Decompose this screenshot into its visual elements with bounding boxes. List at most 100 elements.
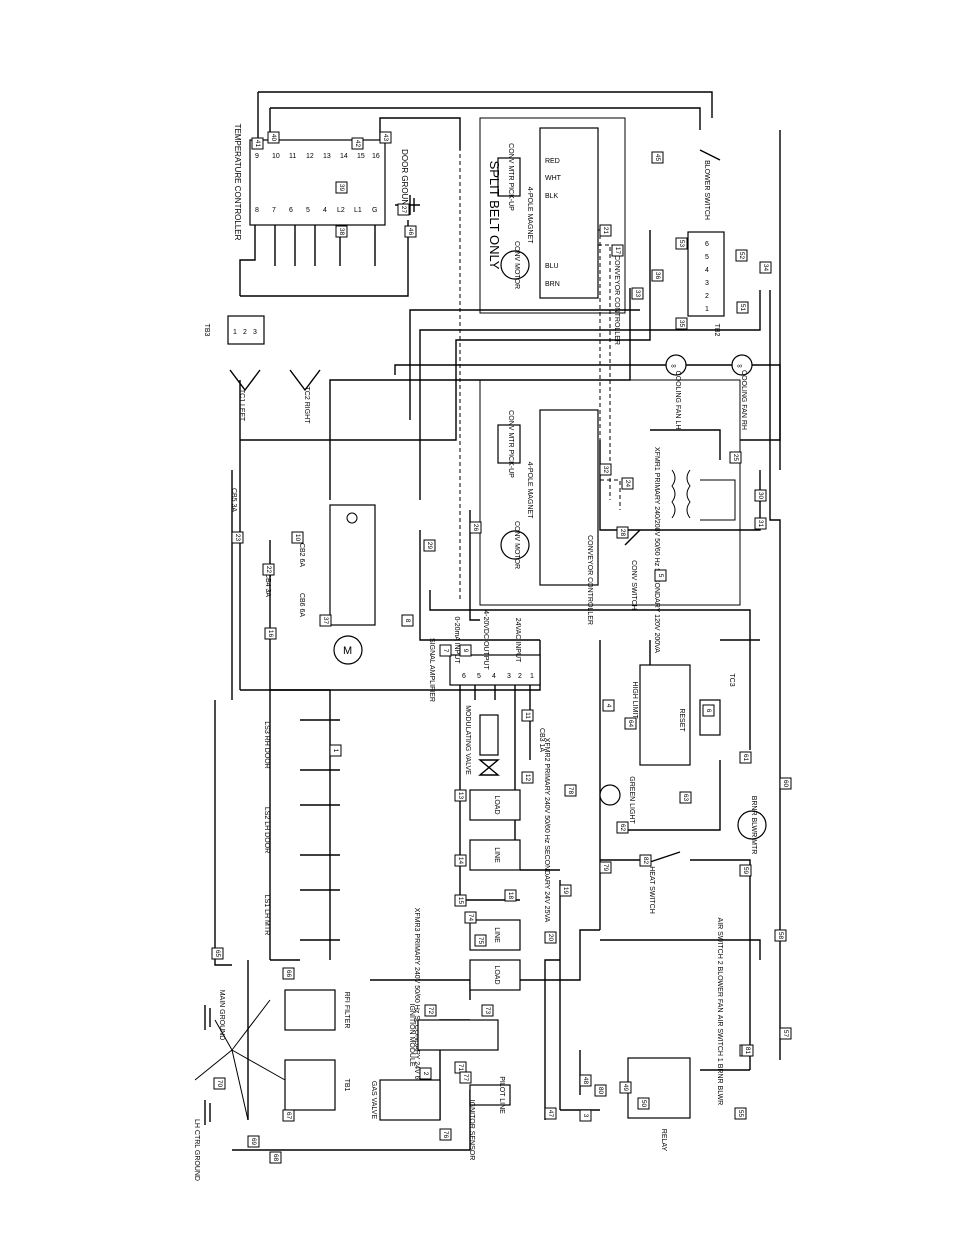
wire-tag-box [564, 784, 577, 797]
wire-tag-box [774, 929, 787, 942]
wire-tag-label: 32 [602, 466, 609, 474]
wire-tag-box [439, 1128, 452, 1141]
wire-tag-box [379, 131, 392, 144]
wire-tag-label: 14 [457, 857, 464, 865]
wire-tag-label: 46 [407, 228, 414, 236]
wire-tag-label: 27 [400, 206, 407, 214]
wire-tag-box [269, 1151, 282, 1164]
wire-tag-label: 40 [270, 134, 277, 142]
svg-text:14: 14 [340, 153, 348, 160]
wire-tag-label: 82 [642, 857, 649, 865]
wire-tag-label: 59 [742, 867, 749, 875]
igniter-sensor: IGNITOR SENSOR PILOT LINE [468, 1076, 511, 1160]
wire-tag-box [544, 931, 557, 944]
wire-tag-label: 5 [657, 574, 664, 578]
svg-text:5: 5 [306, 207, 310, 214]
wire-tag-box [544, 1107, 557, 1120]
door-ground-label: DOOR GROUND [400, 149, 409, 211]
svg-text:M: M [343, 645, 352, 657]
svg-text:0-20mA INPUT: 0-20mA INPUT [453, 616, 460, 664]
wire-tag-box [729, 451, 742, 464]
conveyor-controller-group: CONV MTR PICK-UP 4-POLE MAGNET CONV MOTO… [479, 379, 741, 653]
tb2-terminal-block: 6 5 4 3 2 1 TB2 [687, 231, 725, 337]
wire-tag-label: 28 [619, 529, 626, 537]
wire-tag-label: 17 [614, 247, 621, 255]
svg-text:16: 16 [372, 153, 380, 160]
wire-tag-label: 67 [285, 1112, 292, 1120]
air-switches: AIR SWITCH 2 BLOWER FAN AIR SWITCH 1 BRN… [716, 918, 723, 1106]
wire-tag-label: 39 [338, 184, 345, 192]
brnr-blwr-mtr-icon [737, 810, 767, 840]
cooling-fan-rh-label: COOLING FAN RH [740, 370, 747, 430]
signal-amplifier: 6 5 4 3 2 1 SIGNAL AMPLIFIER 0-20mA INPU… [428, 610, 541, 702]
wire-tag-label: 22 [265, 566, 272, 574]
wire-tag-label: 20 [547, 934, 554, 942]
xfmr3-label: XFMR3 PRIMARY 240V 50/60 Hz SECONDARY 24… [413, 908, 420, 1093]
wire-tag-box [474, 934, 487, 947]
ls3: LS3 RH DOOR [263, 719, 340, 771]
wire-tag-label: 72 [427, 1007, 434, 1015]
ls2: LS2 LH DOOR [263, 804, 340, 856]
wire-tag-box [734, 1107, 747, 1120]
wire-tag-label: 53 [678, 240, 685, 248]
main-ground-label: MAIN GROUND [218, 990, 225, 1041]
modulating-valve: MODULATING VALVE [464, 705, 500, 776]
wire-tag-label: 77 [462, 1074, 469, 1082]
wire-tag-label: 25 [732, 454, 739, 462]
svg-text:LS2 LH DOOR: LS2 LH DOOR [263, 807, 270, 853]
wire-tag-box [594, 1084, 607, 1097]
svg-text:2: 2 [705, 293, 709, 300]
wire-tag-box [329, 744, 342, 757]
wire-red: RED [545, 158, 560, 165]
svg-text:L2: L2 [337, 207, 345, 214]
wire-tag-label: 65 [214, 950, 221, 958]
svg-text:15: 15 [357, 153, 365, 160]
rfi-filter-label: RFI FILTER [343, 992, 350, 1029]
xfmr2: LOAD LINE XFMR2 PRIMARY 240V 50/60 Hz SE… [469, 738, 550, 923]
wire-tag-label: 12 [524, 774, 531, 782]
svg-text:3: 3 [705, 280, 709, 287]
wire-tag-box [247, 1135, 260, 1148]
svg-text:LS1 LH MTR: LS1 LH MTR [263, 895, 270, 935]
wire-tag-label: 48 [582, 1077, 589, 1085]
wire-tag-box [739, 751, 752, 764]
wire-tag-box [735, 249, 748, 262]
wire-tag-box [621, 477, 634, 490]
wire-tag-box [521, 709, 534, 722]
brnr-blwr-mtr-label: BRNR BLWR MTR [750, 796, 757, 855]
wire-tag-label: 13 [457, 792, 464, 800]
wire-tag-label: 34 [762, 264, 769, 272]
ls1: LS1 LH MTR [263, 889, 340, 941]
wire-tag-box [459, 644, 472, 657]
wire-tag-box [267, 131, 280, 144]
svg-text:LOAD: LOAD [493, 795, 500, 814]
wire-tag-label: 50 [640, 1100, 647, 1108]
conveyor-controller-label-2: CONVEYOR CONTROLLER [586, 535, 593, 625]
wire-tag-box [319, 614, 332, 627]
svg-text:3: 3 [507, 673, 511, 680]
tc2-thermocouple: TC2 RIGHT [289, 369, 321, 424]
heat-switch-label: HEAT SWITCH [648, 866, 655, 914]
tb1-label: TB1 [343, 1079, 350, 1092]
contactor-block [329, 504, 376, 626]
relay: RELAY [627, 1057, 691, 1152]
wire-tag-label: 10 [294, 534, 301, 542]
wire-tag-box [599, 224, 612, 237]
main-ground: MAIN GROUND [204, 990, 225, 1041]
cb5-label: CB5 3A [230, 488, 237, 512]
magnet-label-2: 4-POLE MAGNET [526, 462, 533, 520]
wire-tag-label: 63 [682, 794, 689, 802]
conv-motor-label-2: CONV MOTOR [513, 521, 520, 569]
wire-tag-box [739, 864, 752, 877]
wire-tag-label: 74 [467, 914, 474, 922]
wire-tag-box [611, 244, 624, 257]
limit-switches: LS3 RH DOOR LS2 LH DOOR LS1 LH MTR [263, 719, 340, 941]
svg-text:1: 1 [530, 673, 534, 680]
wire-tag-box [335, 225, 348, 238]
wire-tag-box [401, 614, 414, 627]
split-belt-controller-group: SPLIT BELT ONLY CONV MTR PICK-UP 4-POLE … [479, 117, 626, 345]
cooling-fan-lh-label: COOLING FAN LH [674, 371, 681, 430]
svg-text:4: 4 [323, 207, 327, 214]
wire-tag-box [454, 854, 467, 867]
